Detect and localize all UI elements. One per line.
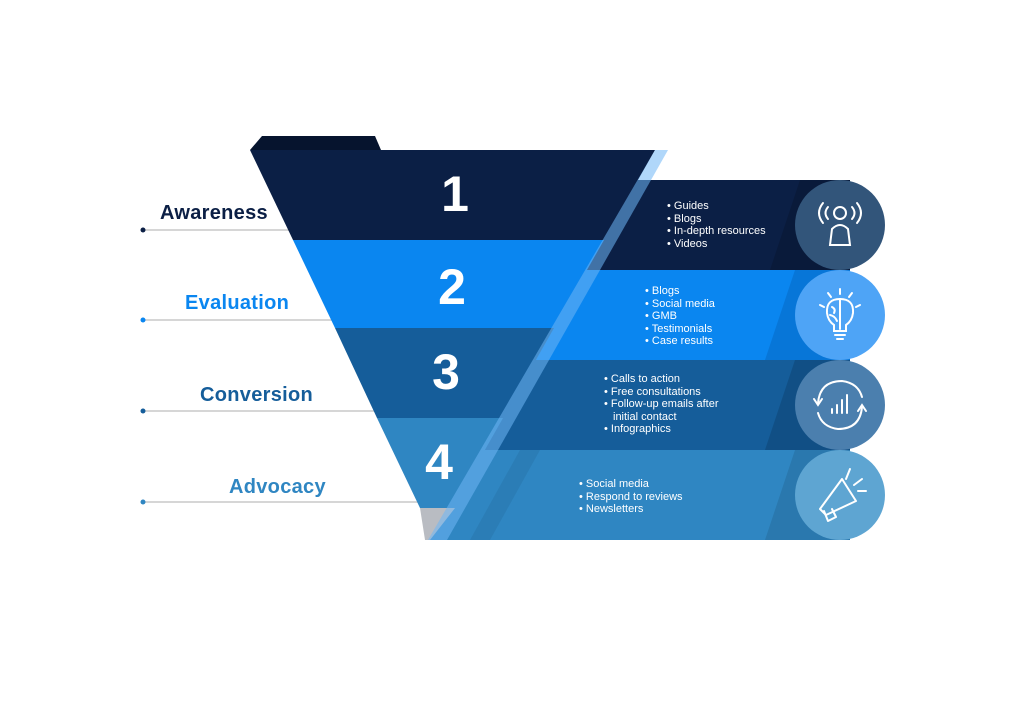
stage-3-items: Calls to action Free consultations Follo… [604,373,719,436]
band-4-circle [795,450,885,540]
list-item: Free consultations [604,386,719,399]
funnel-layer-2 [293,240,604,328]
stage-number-4: 4 [425,434,453,490]
list-item-continuation: initial contact [613,410,677,423]
list-item: Guides [667,200,766,213]
list-item: Case results [645,335,715,348]
band-4-left-shade [470,450,540,540]
band-3-circle [795,360,885,450]
list-item: In-depth resources [667,225,766,238]
leader-dots [140,227,146,505]
funnel-diagonal-stripe [428,150,668,540]
list-item: Videos [667,238,766,251]
stage-label-advocacy: Advocacy [229,476,326,498]
funnel-top-tab [250,136,381,150]
list-item: Infographics [604,423,719,436]
list-item: Blogs [645,285,715,298]
stage-4-items: Social media Respond to reviews Newslett… [579,478,683,516]
list-item: GMB [645,310,715,323]
megaphone-icon [819,468,867,522]
stage-1-items: Guides Blogs In-depth resources Videos [667,200,766,250]
list-item: Follow-up emails after [604,398,719,411]
stage-2-items: Blogs Social media GMB Testimonials Case… [645,285,715,348]
funnel-layer-1 [250,150,655,240]
stage-number-2: 2 [438,259,466,315]
stage-number-1: 1 [441,166,469,222]
list-item: Social media [579,478,683,491]
stage-label-evaluation: Evaluation [185,292,290,314]
funnel-layer-4 [377,418,503,508]
list-item: Respond to reviews [579,491,683,504]
funnel-layer-3 [335,328,554,418]
brain-lightbulb-icon [819,288,861,340]
list-item: Calls to action [604,373,719,386]
list-item: Social media [645,298,715,311]
stage-label-conversion: Conversion [200,384,314,406]
list-item: Blogs [667,213,766,226]
list-item: Testimonials [645,323,715,336]
stage-number-3: 3 [432,344,460,400]
stage-label-awareness: Awareness [160,202,268,224]
list-item: Newsletters [579,503,683,516]
cycle-chart-icon [813,379,867,431]
broadcast-person-icon [818,202,862,246]
